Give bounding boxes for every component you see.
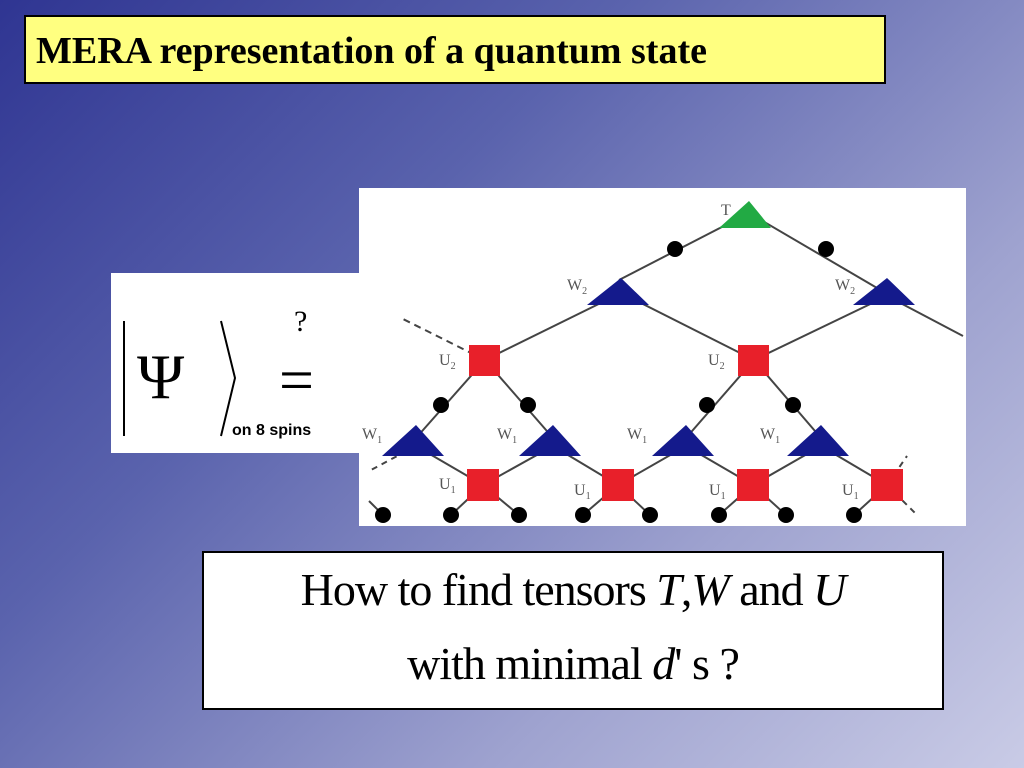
spin-dot <box>642 507 658 523</box>
label-u1-1: U1 <box>439 476 456 496</box>
edge-t-w2-right <box>748 212 890 296</box>
label-w1-4: W1 <box>760 426 780 446</box>
q1-and: and <box>728 564 814 615</box>
mera-diagram: T W2 W2 U2 U2 W1 W1 W1 W1 U1 U1 U1 U1 <box>359 188 966 526</box>
psi-equation: Ψ ? = on 8 spins <box>123 305 314 439</box>
spin-dot <box>846 507 862 523</box>
label-w1-1: W1 <box>362 426 382 446</box>
q2-suffix: ' s ? <box>674 638 740 689</box>
page-title: MERA representation of a quantum state <box>36 30 707 72</box>
question-line-2: with minimal d' s ? <box>204 637 942 690</box>
label-u1-2: U1 <box>574 482 591 502</box>
q2-prefix: with minimal <box>407 638 653 689</box>
dot-mid-4 <box>785 397 801 413</box>
label-w1-3: W1 <box>627 426 647 446</box>
spin-dot <box>511 507 527 523</box>
u2-tensor-left <box>469 345 500 376</box>
q1-prefix: How to find tensors <box>300 564 657 615</box>
mera-network: T W2 W2 U2 U2 W1 W1 W1 W1 U1 U1 U1 U1 <box>362 201 964 523</box>
q2-d: d <box>652 638 675 689</box>
spin-dots <box>375 507 862 523</box>
dot-mid-3 <box>699 397 715 413</box>
label-w2-right: W2 <box>835 277 855 297</box>
q1-comma: , <box>680 564 692 615</box>
dot-upper-right <box>818 241 834 257</box>
spin-dot <box>778 507 794 523</box>
u1-tensor-3 <box>737 469 769 501</box>
spins-subscript: on 8 spins <box>232 422 311 439</box>
ket-angle <box>220 320 237 437</box>
label-w1-2: W1 <box>497 426 517 446</box>
w1-tensor-2 <box>519 425 581 456</box>
w1-tensor-4 <box>787 425 849 456</box>
top-tensor <box>719 201 771 228</box>
edge-w1-out-left <box>370 445 417 471</box>
equation-panel: Ψ ? = on 8 spins <box>111 273 363 453</box>
u1-tensor-4 <box>871 469 903 501</box>
title-box: MERA representation of a quantum state <box>24 15 886 84</box>
dot-mid-2 <box>520 397 536 413</box>
spin-dot <box>711 507 727 523</box>
u2-tensor-right <box>738 345 769 376</box>
w1-tensor-3 <box>652 425 714 456</box>
edge-w2-u2-right <box>753 295 888 361</box>
w2-tensor-left <box>587 278 649 305</box>
label-u1-4: U1 <box>842 482 859 502</box>
label-u1-3: U1 <box>709 482 726 502</box>
question-mark: ? <box>294 305 307 338</box>
q1-T: T <box>656 564 682 615</box>
w1-tensor-1 <box>382 425 444 456</box>
label-w2-left: W2 <box>567 277 587 297</box>
label-u2-right: U2 <box>708 352 725 372</box>
equals-sign: = <box>279 347 314 415</box>
spin-dot <box>575 507 591 523</box>
w2-tensor-right <box>853 278 915 305</box>
q1-U: U <box>813 564 846 615</box>
label-u2-left: U2 <box>439 352 456 372</box>
label-t: T <box>721 202 731 219</box>
dot-mid-1 <box>433 397 449 413</box>
psi-symbol: Ψ <box>137 341 185 412</box>
q1-W: W <box>691 564 729 615</box>
u1-tensor-2 <box>602 469 634 501</box>
spin-dot <box>443 507 459 523</box>
question-box: How to find tensors T,W and U with minim… <box>202 551 944 710</box>
question-line-1: How to find tensors T,W and U <box>204 563 942 616</box>
u1-tensor-1 <box>467 469 499 501</box>
spin-dot <box>375 507 391 523</box>
dot-upper-left <box>667 241 683 257</box>
